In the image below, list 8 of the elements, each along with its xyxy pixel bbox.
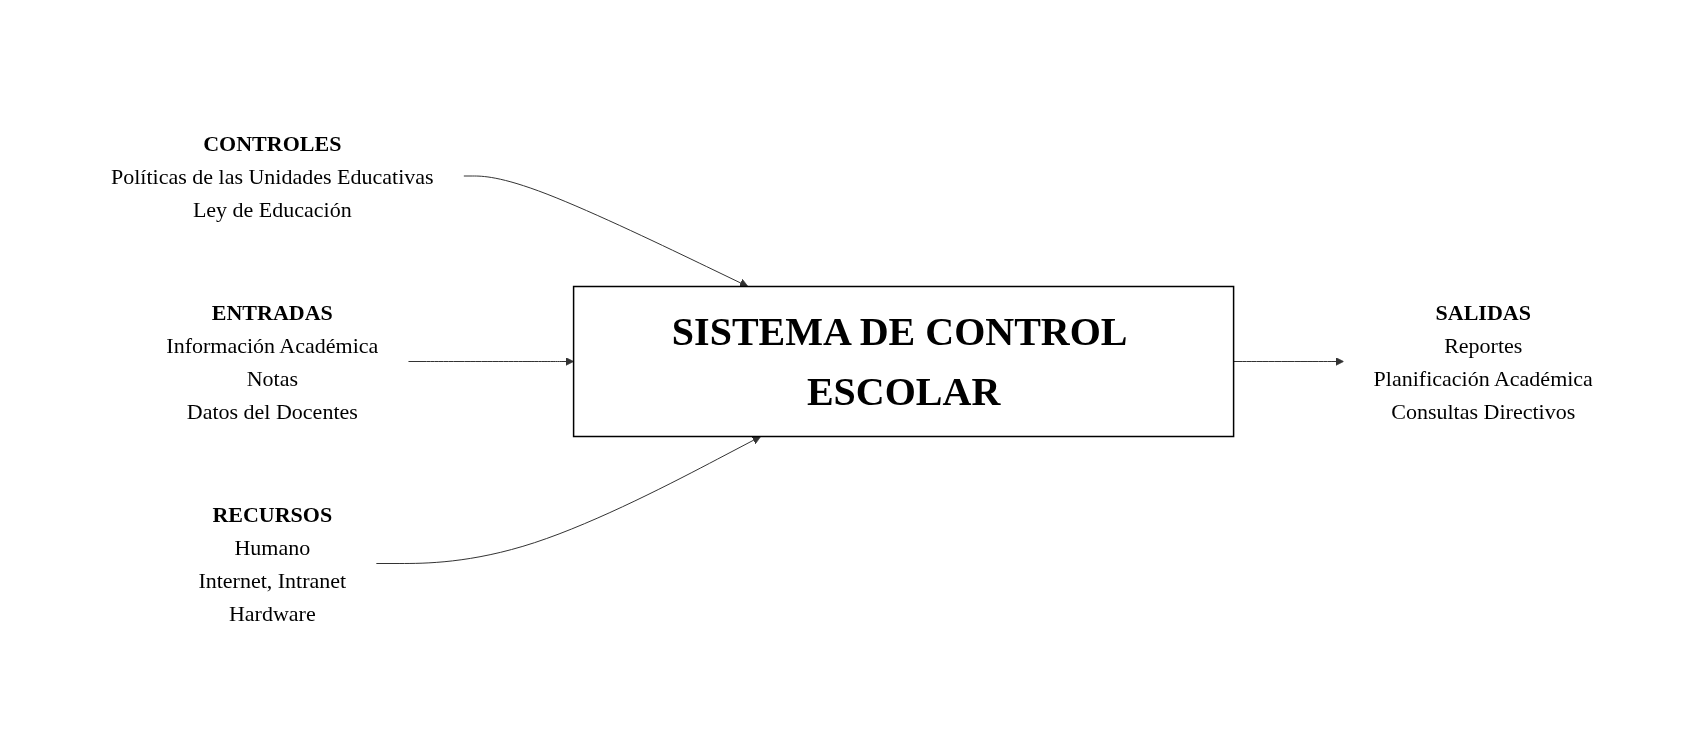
arrow: [1233, 356, 1345, 366]
arrow: [463, 175, 749, 287]
node-text: ENTRADAS Información Académica Notas Datos del Docentes: [166, 299, 379, 423]
node-box: SISTEMA DE CONTROL ESCOLAR: [572, 285, 1235, 437]
arrow: [375, 435, 762, 564]
node-text: CONTROLES Políticas de las Unidades Educativas Ley de Educación: [111, 130, 434, 221]
node-text: SALIDAS Reportes Planificación Académica Consultas Directivos: [1373, 299, 1593, 423]
node-text: RECURSOS Humano Internet, Intranet Hardware: [198, 501, 347, 625]
